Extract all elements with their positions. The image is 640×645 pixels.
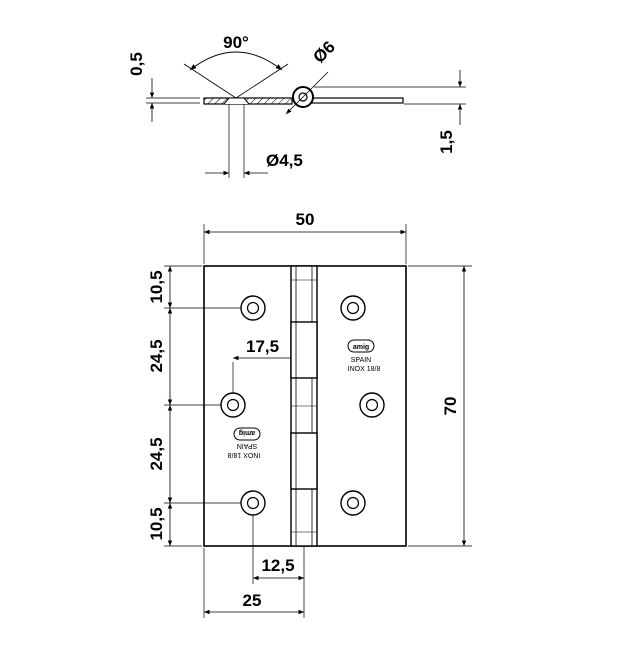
pin-diameter-label: Ø6: [309, 37, 338, 66]
hole-left-middle: [220, 392, 246, 418]
edge-hole-offset-label: 12,5: [261, 556, 294, 575]
half-width-label: 25: [243, 591, 262, 610]
height-label: 70: [441, 397, 460, 416]
hole-left-bottom: [240, 490, 266, 516]
marking-country-left: SPAIN: [237, 442, 258, 449]
front-view: amig SPAIN INOX 18/8 amig SPAIN INOX 18/…: [147, 210, 472, 618]
top-offset-label: 10,5: [147, 270, 166, 303]
hole-right-bottom: [340, 490, 366, 516]
brand-logo-left: [233, 427, 261, 441]
brand-logo-text: amig: [353, 344, 369, 351]
marking-material: INOX 18/8: [348, 366, 381, 373]
knuckle-segment-2: [290, 432, 318, 490]
angle-label: 90°: [223, 33, 249, 52]
hole-diameter-label: Ø4,5: [266, 151, 303, 170]
brand-logo: [347, 339, 375, 353]
marking-country: SPAIN: [351, 357, 372, 364]
marking-left: amig SPAIN INOX 18/8: [228, 427, 261, 458]
spacing-upper-label: 24,5: [147, 339, 166, 372]
hole-left-top: [240, 295, 266, 321]
middle-hole-offset-label: 17,5: [246, 337, 279, 356]
brand-logo-text-left: amig: [239, 429, 255, 436]
spacing-lower-label: 24,5: [147, 437, 166, 470]
knuckle-segment-1: [290, 321, 318, 379]
width-label: 50: [296, 210, 315, 229]
hole-right-middle: [359, 392, 385, 418]
thickness-label: 0,5: [127, 52, 146, 76]
knuckle-height-label: 1,5: [437, 130, 456, 154]
side-view: 90° Ø6 0,5 1,5 Ø4,5: [127, 33, 466, 178]
side-leaf-right: [299, 97, 404, 104]
marking-material-left: INOX 18/8: [228, 451, 261, 458]
marking-right: amig SPAIN INOX 18/8: [347, 339, 381, 373]
hole-right-top: [340, 295, 366, 321]
bottom-offset-label: 10,5: [147, 507, 166, 540]
